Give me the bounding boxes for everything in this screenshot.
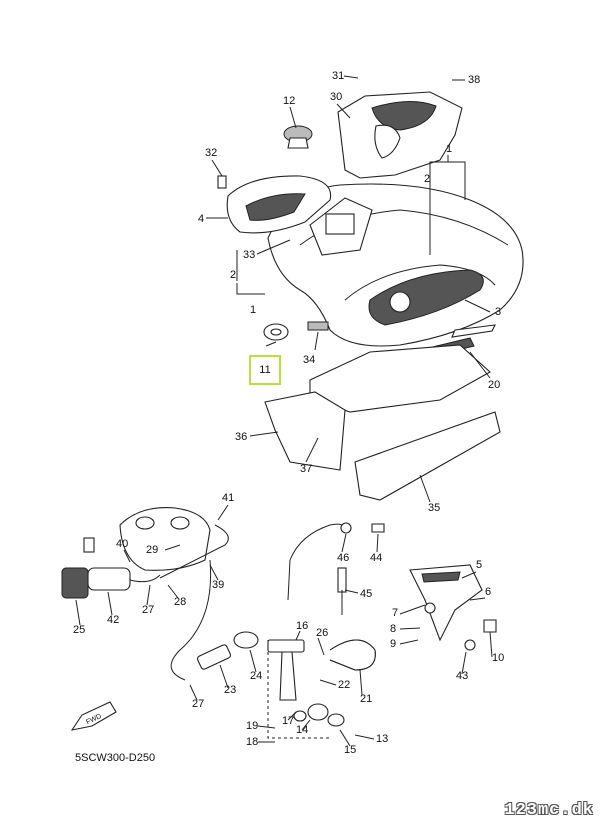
- callout-41: 41: [222, 492, 234, 504]
- highlighted-part-label: 11: [259, 364, 271, 376]
- callout-28: 28: [174, 596, 186, 608]
- callout-23: 23: [224, 684, 236, 696]
- leader-lines: [75, 75, 493, 747]
- callout-6: 6: [485, 586, 491, 598]
- callout-19: 19: [246, 720, 258, 732]
- callout-26: 26: [316, 627, 328, 639]
- callout-9: 9: [390, 638, 396, 650]
- callout-37: 37: [300, 463, 312, 475]
- watermark-logo: 123mc.dk: [504, 801, 594, 820]
- callout-15: 15: [344, 744, 356, 756]
- callout-4: 4: [198, 213, 204, 225]
- callout-1b: 1: [250, 304, 256, 316]
- callout-21: 21: [360, 693, 372, 705]
- fuel-cock-group: [233, 522, 385, 739]
- callout-7: 7: [392, 607, 398, 619]
- callout-27b: 27: [192, 698, 204, 710]
- bracket-group: [409, 564, 497, 651]
- callout-3: 3: [495, 306, 501, 318]
- callout-44: 44: [370, 552, 382, 564]
- fuel-pump-group: [61, 507, 232, 681]
- callout-33: 33: [243, 249, 255, 261]
- callout-12: 12: [283, 95, 295, 107]
- callout-43: 43: [456, 670, 468, 682]
- callout-17: 17: [282, 715, 294, 727]
- callout-29: 29: [146, 544, 158, 556]
- callout-45: 45: [360, 588, 372, 600]
- callout-labels: 31 38 12 30 1 32 2 4 33 2 1 3 34 20 36 3…: [73, 70, 504, 756]
- callout-18: 18: [246, 736, 258, 748]
- callout-10: 10: [492, 652, 504, 664]
- callout-46: 46: [337, 552, 349, 564]
- callout-32: 32: [205, 147, 217, 159]
- fwd-arrow-icon: FWD: [70, 701, 117, 731]
- callout-40: 40: [116, 538, 128, 550]
- callout-20: 20: [488, 379, 500, 391]
- callout-25: 25: [73, 624, 85, 636]
- callout-30: 30: [330, 91, 342, 103]
- callout-39: 39: [212, 579, 224, 591]
- callout-13: 13: [376, 733, 388, 745]
- callout-42: 42: [107, 614, 119, 626]
- callout-22: 22: [338, 679, 350, 691]
- callout-5: 5: [476, 559, 482, 571]
- callout-2b: 2: [230, 269, 236, 281]
- callout-1: 1: [446, 143, 452, 155]
- callout-34: 34: [303, 354, 315, 366]
- callout-24: 24: [250, 670, 262, 682]
- callout-35: 35: [428, 502, 440, 514]
- callout-38: 38: [468, 74, 480, 86]
- callout-8: 8: [390, 623, 396, 635]
- callout-36: 36: [235, 431, 247, 443]
- highlighted-part-11-box[interactable]: 11: [249, 355, 281, 385]
- callout-2: 2: [424, 173, 430, 185]
- callout-27: 27: [142, 604, 154, 616]
- callout-31: 31: [332, 70, 344, 82]
- diagram-code-label: 5SCW300-D250: [75, 752, 156, 764]
- fuel-tank-group: [217, 91, 524, 501]
- callout-16: 16: [296, 620, 308, 632]
